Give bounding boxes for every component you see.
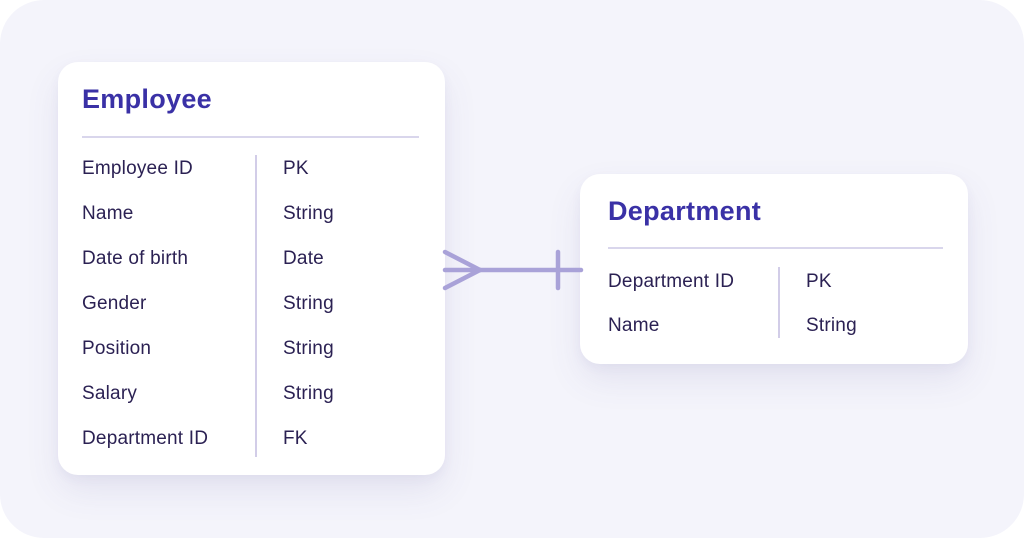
field-row-gender: Gender String (58, 281, 445, 326)
field-list: Department ID PK Name String (580, 260, 968, 348)
crow-foot-prong-top (442, 249, 483, 273)
crow-foot-prong-bottom (442, 267, 483, 291)
field-name: Employee ID (82, 157, 193, 179)
field-row-salary: Salary String (58, 371, 445, 416)
title-divider (608, 247, 943, 249)
entity-department[interactable]: Department Department ID PK Name String (580, 174, 968, 364)
field-name: Department ID (608, 271, 735, 292)
field-name: Gender (82, 292, 147, 314)
field-row-department-id: Department ID FK (58, 416, 445, 461)
field-name: Name (608, 315, 660, 336)
title-divider (82, 136, 419, 138)
field-row-name: Name String (580, 304, 968, 348)
field-type: FK (283, 427, 308, 449)
field-row-position: Position String (58, 326, 445, 371)
column-divider (255, 155, 257, 457)
relationship-connector[interactable] (442, 244, 584, 296)
field-name: Date of birth (82, 247, 189, 269)
field-row-department-id: Department ID PK (580, 260, 968, 304)
entity-title-department: Department (608, 196, 762, 226)
field-row-name: Name String (58, 191, 445, 236)
field-name: Salary (82, 382, 138, 404)
field-list: Employee ID PK Name String Date of birth… (58, 146, 445, 461)
entity-employee[interactable]: Employee Employee ID PK Name String Date… (58, 62, 445, 475)
field-type: String (283, 202, 334, 224)
field-type: PK (806, 271, 832, 292)
field-name: Position (82, 337, 152, 359)
field-name: Name (82, 202, 134, 224)
column-divider (778, 267, 780, 338)
field-type: Date (283, 247, 324, 269)
field-type: String (283, 337, 334, 359)
entity-title-employee: Employee (82, 84, 212, 114)
field-type: String (806, 315, 857, 336)
field-row-date-of-birth: Date of birth Date (58, 236, 445, 281)
field-name: Department ID (82, 427, 209, 449)
field-type: String (283, 382, 334, 404)
field-type: String (283, 292, 334, 314)
field-type: PK (283, 157, 309, 179)
field-row-employee-id: Employee ID PK (58, 146, 445, 191)
